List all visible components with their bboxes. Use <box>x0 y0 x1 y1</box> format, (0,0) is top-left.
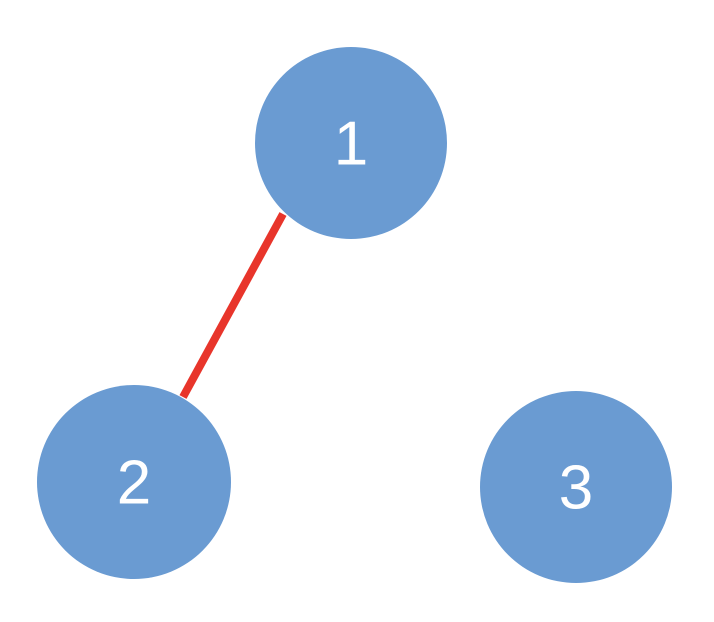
nodes-layer: 1 2 3 <box>37 47 672 583</box>
graph-node-3[interactable]: 3 <box>480 391 672 583</box>
graph-edge-1-2[interactable] <box>179 212 287 399</box>
node-circle-2[interactable] <box>37 385 231 579</box>
node-circle-1[interactable] <box>255 47 447 239</box>
node-label-2: 2 <box>117 449 151 518</box>
graph-node-2[interactable]: 2 <box>37 385 231 579</box>
graph-node-1[interactable]: 1 <box>255 47 447 239</box>
node-label-1: 1 <box>334 110 368 179</box>
node-circle-3[interactable] <box>480 391 672 583</box>
edges-layer <box>179 212 287 399</box>
node-label-3: 3 <box>559 454 593 523</box>
